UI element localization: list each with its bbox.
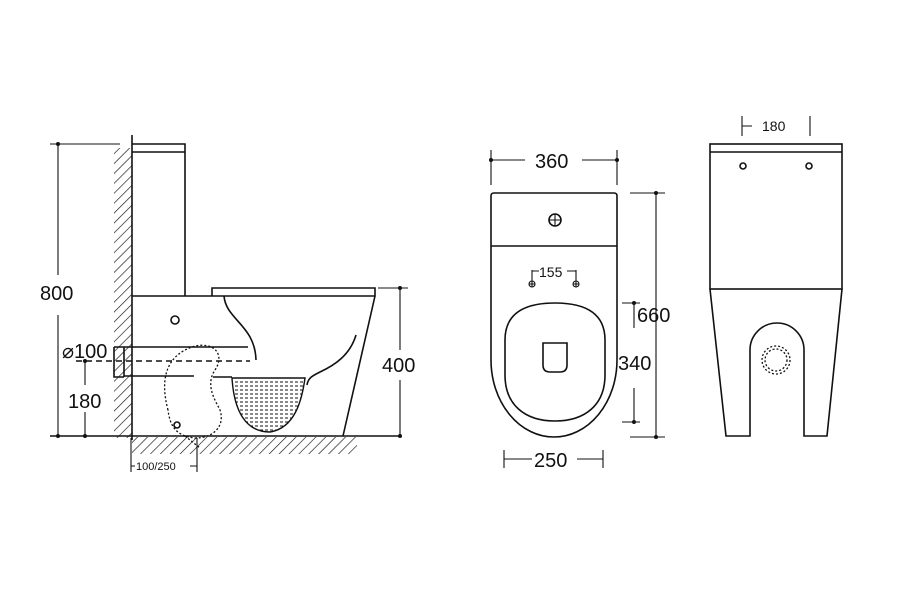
outlet-circle-inner [764,348,788,372]
dim-rough-in: 100/250 [130,438,198,473]
dim-outlet-diameter-label: ⌀100 [62,341,107,363]
outlet-circle [761,345,791,375]
inlet-hole [170,315,180,325]
dim-180-back-label: 180 [762,118,786,134]
dim-250: 250 [503,450,604,472]
tank-hole-right [805,162,813,170]
dim-340: 340 [618,301,651,424]
wall-hatch [114,148,132,438]
seat-outline [504,302,606,422]
dim-180-back: 180 [741,116,811,136]
trap-hole [173,421,181,429]
flush-button-icon [548,213,562,227]
dim-660-label: 660 [637,305,670,327]
tank-hole-left [739,162,747,170]
back-pedestal [709,288,843,437]
dim-180-label: 180 [68,391,101,413]
dim-800: 800 [40,142,120,438]
top-outline [490,192,618,438]
dim-250-label: 250 [534,450,567,472]
dim-155-label: 155 [539,264,563,280]
bowl-rim-curve [306,334,357,386]
outlet-pipe [113,346,248,378]
dim-rough-in-label: 100/250 [136,461,176,473]
seat-hinge-holes: 155 [528,264,580,288]
dim-400: 400 [378,286,415,438]
bowl-water [231,377,306,433]
dim-660: 660 [630,191,670,439]
tank [132,143,186,296]
dim-360-label: 360 [535,151,568,173]
back-view: 180 [709,116,843,437]
seat-handle [542,342,568,373]
dim-360: 360 [489,150,619,185]
bowl-inner-curve [223,295,257,361]
back-tank [709,143,843,290]
dim-400-label: 400 [382,355,415,377]
floor-hatch [132,437,357,454]
dim-800-label: 800 [40,283,73,305]
trapway [163,344,222,449]
dim-180: 180 [68,359,101,438]
bowl-body [132,287,376,437]
top-view: 155 360 660 340 250 [489,150,670,472]
side-view: 800 ⌀100 180 400 100/250 [40,135,415,473]
dim-340-label: 340 [618,353,651,375]
